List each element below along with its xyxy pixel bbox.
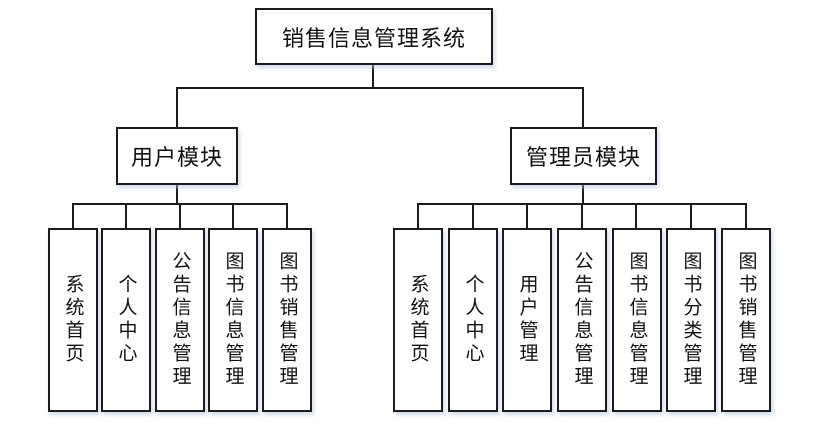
leaf-label: 系统首页: [407, 274, 429, 366]
connector-top-horizontal-bus: [176, 87, 584, 89]
leaf-label: 图书信息管理: [626, 251, 648, 389]
leaf-node-admin-book-sales-mgmt: 图书销售管理: [721, 228, 771, 412]
leaf-label: 图书销售管理: [276, 251, 298, 389]
connector-stub: [472, 204, 474, 229]
leaf-label: 个人中心: [462, 274, 484, 366]
leaf-node-admin-book-info-mgmt: 图书信息管理: [612, 228, 662, 412]
connector-admin-module-drop: [582, 88, 584, 128]
connector-stub: [690, 204, 692, 229]
connector-stub: [745, 204, 747, 229]
leaf-label: 公告信息管理: [571, 251, 593, 389]
connector-stub: [286, 204, 288, 229]
leaf-label: 图书分类管理: [680, 251, 702, 389]
leaf-node-user-announcement-mgmt: 公告信息管理: [155, 228, 205, 412]
leaf-node-admin-user-mgmt: 用户管理: [502, 228, 552, 412]
connector-stub: [417, 204, 419, 229]
connector-stub: [72, 204, 74, 229]
leaf-label: 公告信息管理: [169, 251, 191, 389]
leaf-node-user-book-sales-mgmt: 图书销售管理: [262, 228, 312, 412]
root-node-sales-info-system: 销售信息管理系统: [255, 8, 493, 65]
leaf-node-user-system-home: 系统首页: [48, 228, 98, 412]
leaf-node-user-personal-center: 个人中心: [101, 228, 151, 412]
connector-stub: [125, 204, 127, 229]
connector-stub: [526, 204, 528, 229]
leaf-node-admin-announcement-mgmt: 公告信息管理: [557, 228, 607, 412]
connector-user-module-drop: [176, 88, 178, 128]
leaf-label: 系统首页: [62, 274, 84, 366]
connector-stub: [179, 204, 181, 229]
leaf-label: 用户管理: [516, 274, 538, 366]
user-module-label: 用户模块: [130, 145, 223, 170]
leaf-node-admin-personal-center: 个人中心: [448, 228, 498, 412]
leaf-node-admin-system-home: 系统首页: [393, 228, 443, 412]
leaf-label: 图书信息管理: [222, 251, 244, 389]
leaf-label: 图书销售管理: [735, 251, 757, 389]
connector-stub: [635, 204, 637, 229]
connector-stub: [232, 204, 234, 229]
connector-user-subtree-vertical: [176, 184, 178, 205]
leaf-label: 个人中心: [115, 274, 137, 366]
admin-module-label: 管理员模块: [525, 145, 641, 170]
connector-admin-subtree-vertical: [582, 184, 584, 205]
root-node-label: 销售信息管理系统: [281, 25, 466, 51]
admin-module-node: 管理员模块: [510, 127, 657, 185]
user-module-node: 用户模块: [116, 127, 238, 185]
leaf-node-user-book-info-mgmt: 图书信息管理: [208, 228, 258, 412]
connector-stub: [581, 204, 583, 229]
leaf-node-admin-book-category-mgmt: 图书分类管理: [666, 228, 716, 412]
connector-root-vertical: [372, 64, 374, 89]
